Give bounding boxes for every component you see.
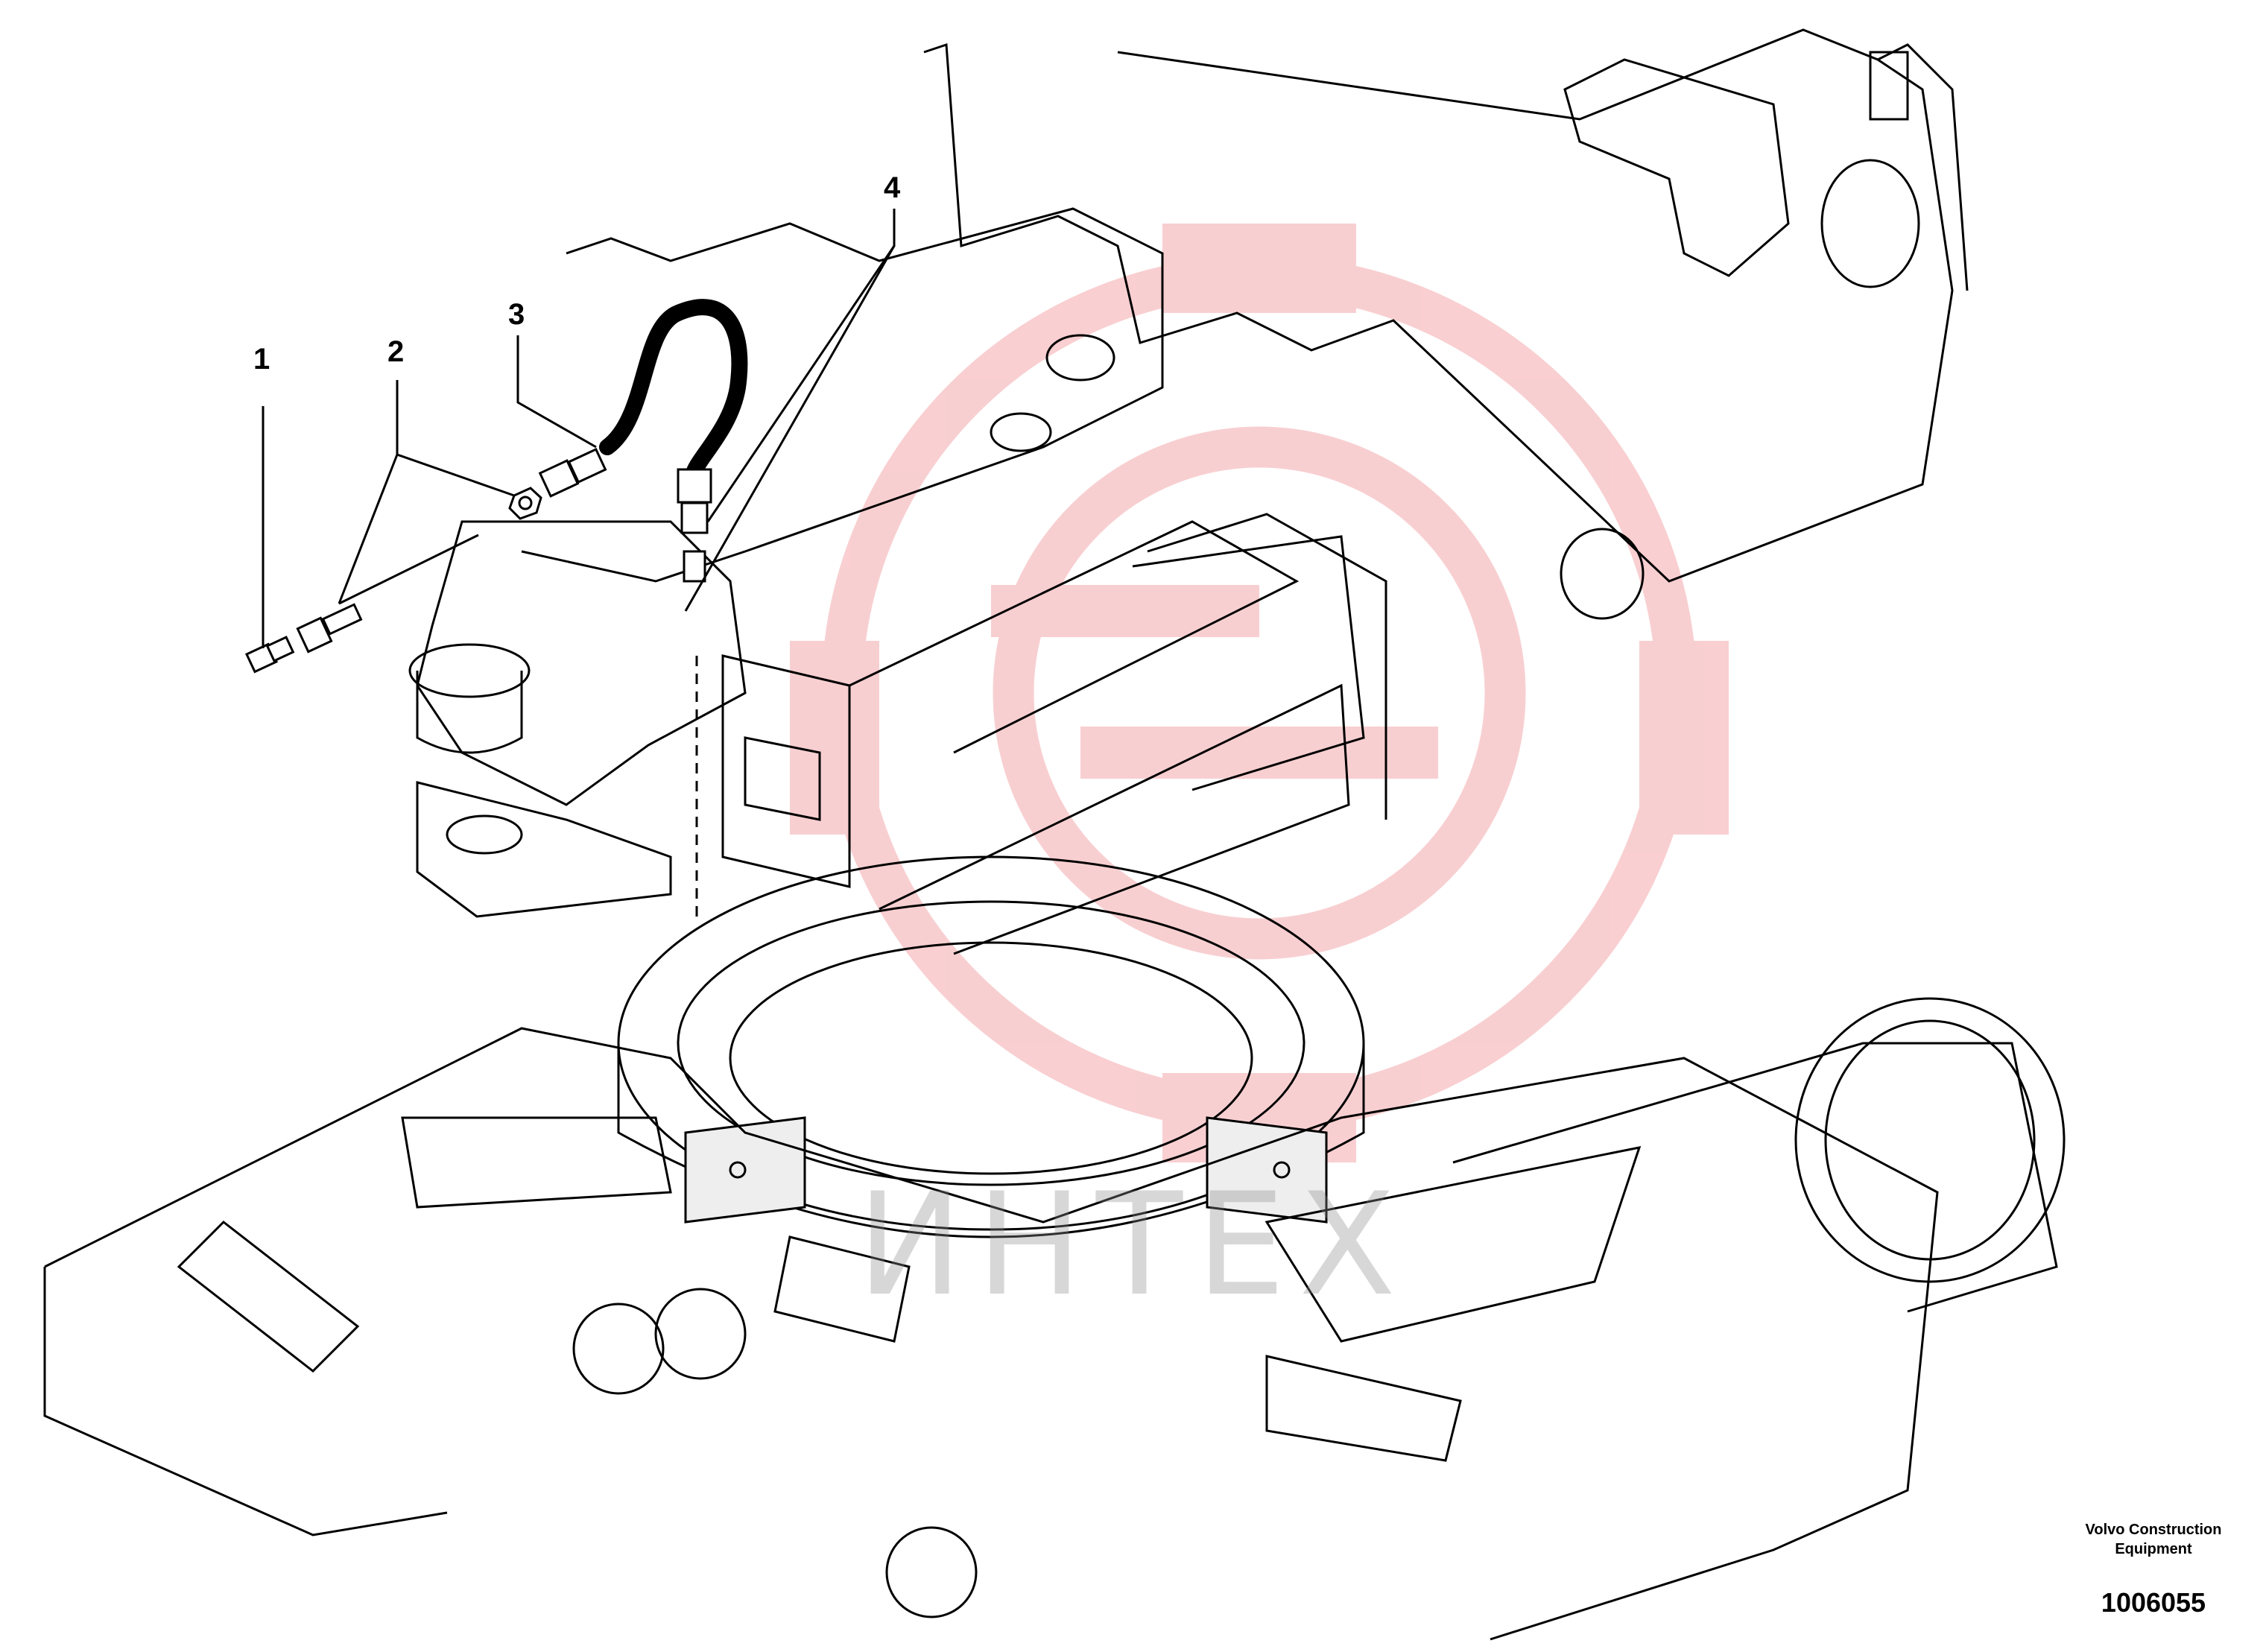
upper-frame [923, 28, 1969, 620]
leader-lines [262, 209, 896, 648]
callout-3: 3 [508, 298, 525, 331]
manufacturer-line-1: Volvo Construction [2085, 1522, 2222, 1538]
drawing-number: 1006055 [2101, 1587, 2206, 1618]
watermark-text: ИНТЕХ [857, 1162, 1410, 1327]
part-adapter [538, 447, 607, 498]
mounting-plate [721, 513, 1387, 955]
callout-4: 4 [884, 171, 901, 204]
callout-2: 2 [387, 335, 405, 368]
part-grease-nipple [245, 636, 295, 674]
undercarriage-frame [43, 997, 2066, 1641]
manufacturer-label: Volvo Construction Equipment [2057, 1520, 2250, 1559]
swing-ring-bearing [617, 855, 1365, 1238]
manufacturer-line-2: Equipment [2115, 1541, 2192, 1557]
part-hose [599, 299, 748, 583]
part-bolt [296, 603, 363, 653]
callout-1: 1 [253, 343, 270, 376]
watermark-gear-logo [790, 224, 1729, 1162]
part-nut [508, 487, 542, 520]
